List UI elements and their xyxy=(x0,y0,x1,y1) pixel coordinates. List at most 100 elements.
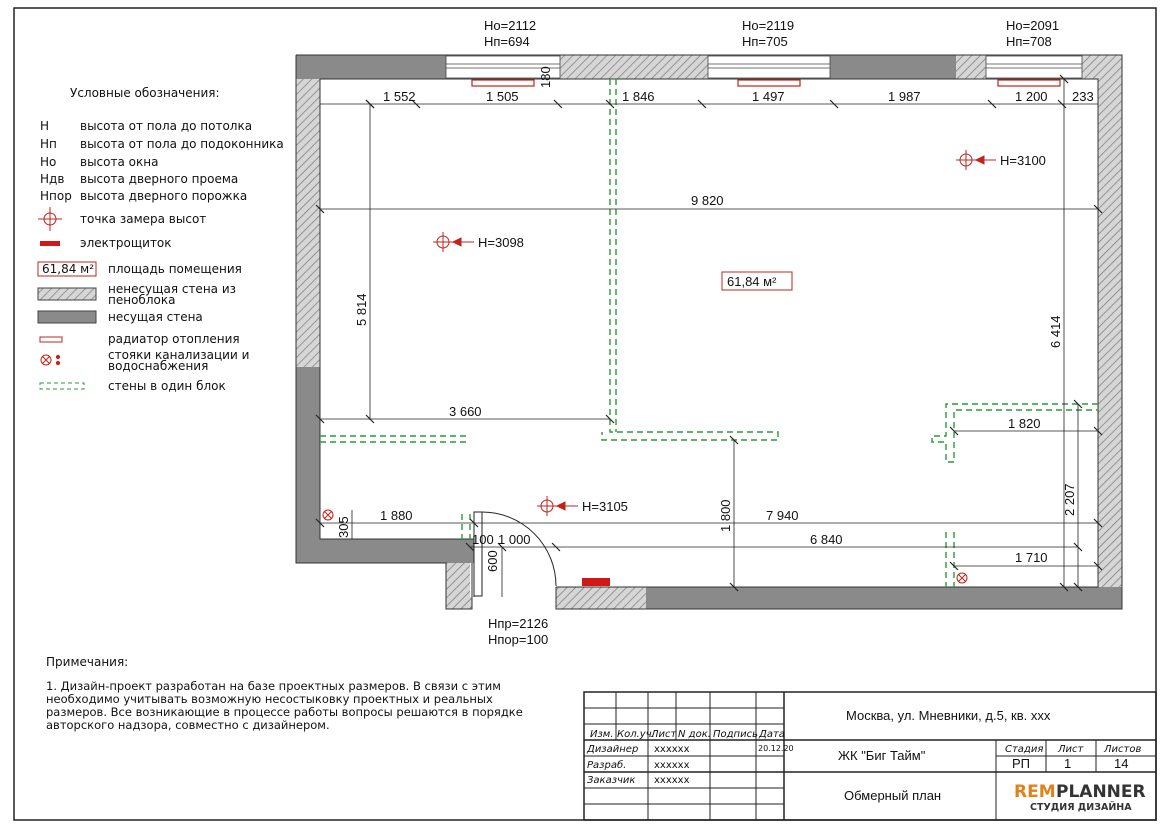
dim-305: 305 xyxy=(336,516,351,538)
sheets-total: 14 xyxy=(1114,756,1128,771)
radiator-icon xyxy=(39,336,63,343)
svg-text:электрощиток: электрощиток xyxy=(80,236,172,250)
dimension-labels: 1 552 1 505 180 1 846 1 497 1 987 1 200 … xyxy=(336,66,1094,572)
dim-bottom-7940: 7 940 xyxy=(766,508,799,523)
dim-right-niche: 1 820 xyxy=(1008,416,1041,431)
title-block-text: Изм. Кол.уч. Лист N док. Подпись Дата Ди… xyxy=(586,708,1141,803)
dim-total-width: 9 820 xyxy=(691,193,724,208)
svg-text:Изм.: Изм. xyxy=(590,729,614,740)
legend-title: Условные обозначения: xyxy=(70,86,220,100)
svg-text:стояки канализации и: стояки канализации и xyxy=(108,348,249,362)
svg-text:Разраб.: Разраб. xyxy=(587,759,626,771)
svg-text:авторского надзора, совместно: авторского надзора, совместно с дизайнер… xyxy=(46,718,330,732)
svg-text:высота от пола до подоконника: высота от пола до подоконника xyxy=(80,137,284,151)
dim-top-1: 1 552 xyxy=(383,89,416,104)
area-box xyxy=(721,271,793,291)
svg-text:высота окна: высота окна xyxy=(80,155,158,169)
height-label-1: H=3100 xyxy=(1000,153,1046,168)
electrical-panel xyxy=(582,578,610,586)
dim-top-4: 1 846 xyxy=(622,89,655,104)
dim-left-height: 5 814 xyxy=(354,293,369,326)
height-point-icon xyxy=(38,207,62,231)
svg-text:PLANNER: PLANNER xyxy=(1056,782,1146,802)
legend-sym-ho: Hо xyxy=(40,155,56,169)
non-bearing-wall-icon xyxy=(37,287,97,301)
riser-legend-icon xyxy=(40,354,61,366)
window-2-ho: Hо=2119 xyxy=(742,18,794,33)
dim-bottom-1000: 1 000 xyxy=(498,532,531,547)
height-point-icons xyxy=(433,150,996,516)
remplanner-logo: REM PLANNER СТУДИЯ ДИЗАЙНА xyxy=(1014,782,1146,813)
dim-top-3: 180 xyxy=(538,66,553,88)
height-label-3: H=3105 xyxy=(582,499,628,514)
dim-bottom-6840: 6 840 xyxy=(810,532,843,547)
dimension-lines xyxy=(315,74,1103,597)
dim-right-height: 6 414 xyxy=(1048,315,1063,348)
svg-text:Листов: Листов xyxy=(1103,744,1141,755)
svg-text:Дата: Дата xyxy=(758,729,785,740)
svg-text:REM: REM xyxy=(1014,782,1056,802)
dim-top-7: 1 200 xyxy=(1015,89,1048,104)
svg-text:стены в один блок: стены в один блок xyxy=(108,379,226,393)
svg-text:пенoблока: пенoблока xyxy=(108,293,175,307)
svg-text:Лист: Лист xyxy=(650,729,678,740)
walls xyxy=(295,54,1123,610)
dim-right-lower: 2 207 xyxy=(1062,483,1077,516)
dim-green-1710: 1 710 xyxy=(1015,550,1048,565)
svg-text:Кол.уч.: Кол.уч. xyxy=(617,729,655,740)
dim-bottom-100: 100 xyxy=(472,532,494,547)
height-label-2: H=3098 xyxy=(478,235,524,250)
title-block xyxy=(583,691,1157,821)
svg-text:Лист: Лист xyxy=(1057,744,1085,755)
sheet-number: 1 xyxy=(1064,756,1071,771)
svg-text:Дизайнер: Дизайнер xyxy=(586,744,638,755)
windows xyxy=(445,55,1083,79)
dashed-partitions xyxy=(320,79,1098,587)
dim-door-600: 600 xyxy=(485,550,500,572)
sheet-name: Обмерный план xyxy=(844,788,941,803)
legend-sym-hdv: Hдв xyxy=(40,172,64,186)
svg-text:несущая стена: несущая стена xyxy=(108,310,203,324)
svg-text:водоснабжения: водоснабжения xyxy=(108,359,208,373)
window-3-hp: Hп=708 xyxy=(1006,34,1052,49)
area-label: 61,84 м² xyxy=(727,274,777,289)
notes: Примечания: 1. Дизайн-проект разработан … xyxy=(46,655,523,732)
dim-top-5: 1 497 xyxy=(752,89,785,104)
complex-name: ЖК "Биг Тайм" xyxy=(838,748,926,763)
bearing-wall-icon xyxy=(37,310,97,324)
legend: Условные обозначения: H высота от пола д… xyxy=(37,86,284,393)
svg-text:размеров. Все возникающие в пр: размеров. Все возникающие в процессе раб… xyxy=(46,705,523,719)
notes-title: Примечания: xyxy=(46,655,128,669)
window-3-ho: Hо=2091 xyxy=(1006,18,1059,33)
svg-text:xxxxxx: xxxxxx xyxy=(654,760,690,771)
svg-text:высота от пола до потолка: высота от пола до потолка xyxy=(80,119,252,133)
dim-mid-vert: 1 800 xyxy=(718,499,733,532)
svg-text:Заказчик: Заказчик xyxy=(587,775,635,786)
door-hdv: Hпр=2126 xyxy=(488,616,548,631)
svg-text:необходимо учитывать возможную: необходимо учитывать возможную несостыко… xyxy=(46,692,493,706)
legend-sym-h: H xyxy=(40,119,49,133)
dim-partition: 3 660 xyxy=(449,404,482,419)
radiators xyxy=(471,79,1061,87)
entrance-door xyxy=(473,511,557,597)
svg-text:Подпись: Подпись xyxy=(713,729,758,740)
svg-text:N док.: N док. xyxy=(678,729,711,740)
stage: РП xyxy=(1012,756,1030,771)
electrical-panel-icon xyxy=(40,241,60,246)
address: Москва, ул. Мневники, д.5, кв. xxx xyxy=(846,708,1051,723)
svg-text:1. Дизайн-проект разработан на: 1. Дизайн-проект разработан на базе прое… xyxy=(46,679,501,693)
dim-top-6: 1 987 xyxy=(888,89,921,104)
svg-text:xxxxxx: xxxxxx xyxy=(654,744,690,755)
svg-text:точка замера высот: точка замера высот xyxy=(80,212,206,226)
svg-text:СТУДИЯ ДИЗАЙНА: СТУДИЯ ДИЗАЙНА xyxy=(1030,801,1132,813)
legend-area-sample: 61,84 м² xyxy=(42,262,94,276)
svg-text:радиатор отопления: радиатор отопления xyxy=(108,332,240,346)
dim-top-2: 1 505 xyxy=(486,89,519,104)
window-1-ho: Hо=2112 xyxy=(484,18,536,33)
svg-text:20.12.20: 20.12.20 xyxy=(758,744,794,753)
legend-sym-hpor: Hпор xyxy=(40,189,72,203)
window-heights: Hо=2112 Hп=694 Hо=2119 Hп=705 Hо=2091 Hп… xyxy=(484,18,1059,49)
single-block-wall-icon xyxy=(39,382,85,390)
svg-text:xxxxxx: xxxxxx xyxy=(654,775,690,786)
